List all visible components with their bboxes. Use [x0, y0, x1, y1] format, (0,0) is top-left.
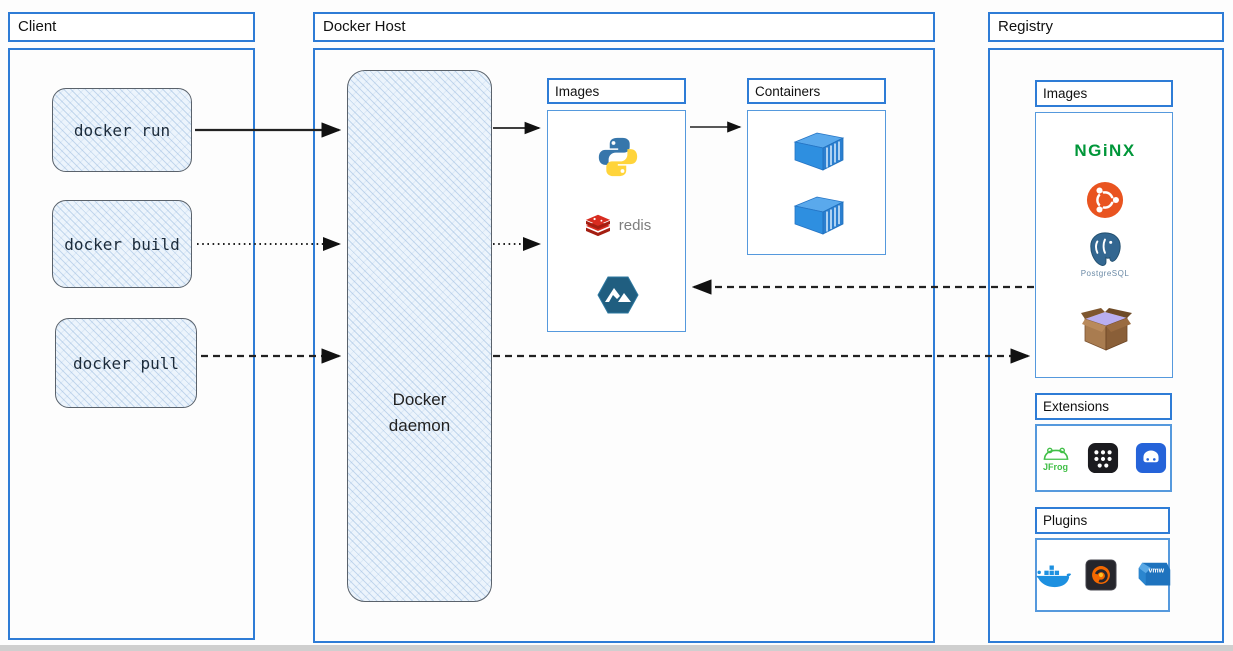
registry-title-bar: Registry	[988, 12, 1224, 42]
registry-images-title: Images	[1043, 86, 1088, 101]
screen-edge	[0, 645, 1233, 651]
ubuntu-logo	[1036, 179, 1174, 221]
app-grid-icon	[1087, 442, 1119, 474]
container-icon	[748, 189, 887, 239]
disk-drive-icon	[1135, 442, 1167, 474]
plugins-title: Plugins	[1043, 513, 1088, 528]
plugins-panel: vmw	[1035, 538, 1170, 612]
client-title-bar: Client	[8, 12, 255, 42]
docker-whale-logo	[1034, 560, 1072, 590]
docker-daemon-node: Docker daemon	[347, 70, 492, 602]
registry-title: Registry	[998, 18, 1054, 35]
containers-title-bar: Containers	[747, 78, 886, 104]
plugins-title-bar: Plugins	[1035, 507, 1170, 534]
host-images-panel: redis	[547, 110, 686, 332]
nginx-label: NGiNX	[1074, 141, 1136, 160]
alpine-hexagon-logo	[548, 271, 687, 319]
docker-run-node: docker run	[52, 88, 192, 172]
nginx-logo: NGiNX	[1036, 138, 1174, 164]
jfrog-label: JFrog	[1042, 461, 1068, 472]
jfrog-logo: JFrog	[1041, 445, 1071, 472]
client-title: Client	[18, 18, 57, 35]
docker-build-label: docker build	[64, 234, 180, 254]
containers-title: Containers	[755, 84, 821, 99]
redis-label: redis	[618, 216, 652, 234]
docker-pull-label: docker pull	[73, 353, 179, 373]
host-images-title: Images	[555, 84, 600, 99]
extensions-panel: JFrog	[1035, 424, 1172, 492]
container-icon	[748, 125, 887, 175]
registry-images-panel: NGiNX PostgreSQL	[1035, 112, 1173, 378]
vmware-label: vmw	[1148, 567, 1164, 574]
docker-pull-node: docker pull	[55, 318, 197, 408]
postgresql-label: PostgreSQL	[1080, 269, 1130, 278]
docker-host-title: Docker Host	[323, 18, 406, 35]
registry-images-title-bar: Images	[1035, 80, 1173, 107]
vmware-logo: vmw	[1130, 559, 1172, 591]
redis-logo: redis	[548, 205, 687, 245]
python-logo	[548, 133, 687, 181]
package-box-icon	[1036, 299, 1174, 359]
extensions-title-bar: Extensions	[1035, 393, 1172, 420]
grafana-logo	[1084, 559, 1117, 591]
host-images-title-bar: Images	[547, 78, 686, 104]
docker-daemon-label: Docker daemon	[388, 390, 451, 436]
docker-build-node: docker build	[52, 200, 192, 288]
extensions-title: Extensions	[1043, 399, 1110, 414]
postgresql-logo: PostgreSQL	[1036, 231, 1174, 287]
docker-run-label: docker run	[73, 120, 171, 140]
containers-panel	[747, 110, 886, 255]
docker-host-title-bar: Docker Host	[313, 12, 935, 42]
